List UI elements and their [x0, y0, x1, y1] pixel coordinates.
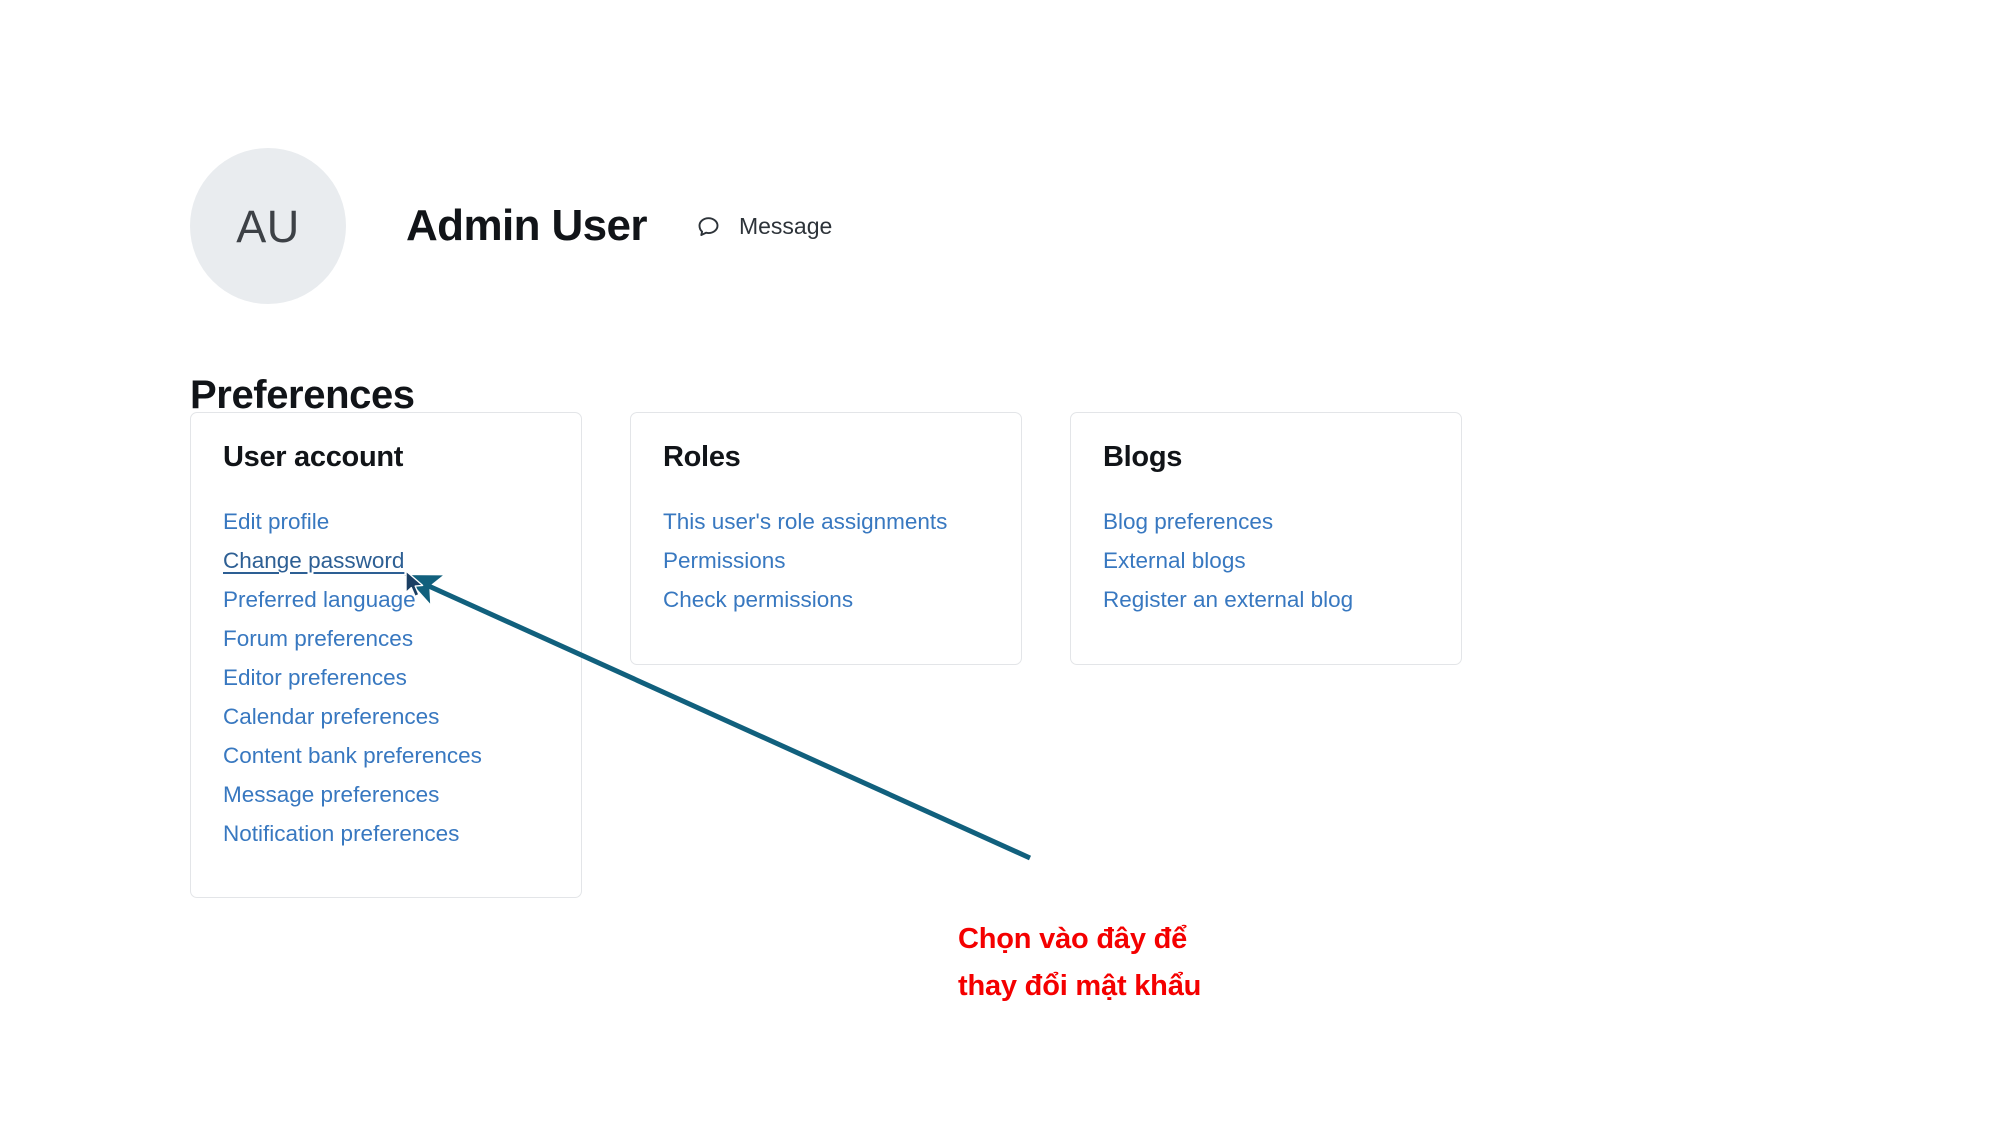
list-item: Forum preferences [223, 619, 549, 658]
message-label: Message [738, 212, 833, 239]
card-title-roles: Roles [663, 441, 741, 473]
annotation-text: Chọn vào đây để thay đổi mật khẩu [958, 916, 1201, 1010]
link-external-blogs[interactable]: External blogs [1103, 548, 1246, 573]
list-item: Preferred language [223, 580, 549, 619]
link-list-blogs: Blog preferences External blogs Register… [1103, 502, 1429, 619]
link-check-permissions[interactable]: Check permissions [663, 587, 854, 612]
card-blogs: Blogs Blog preferences External blogs Re… [1070, 412, 1462, 665]
list-item: Register an external blog [1103, 580, 1429, 619]
link-editor-preferences[interactable]: Editor preferences [223, 665, 407, 690]
mouse-cursor-icon [405, 570, 424, 598]
link-preferred-language[interactable]: Preferred language [223, 587, 416, 612]
link-register-external-blog[interactable]: Register an external blog [1103, 587, 1354, 612]
link-message-preferences[interactable]: Message preferences [223, 782, 440, 807]
annotation-line-2: thay đổi mật khẩu [958, 970, 1202, 1002]
profile-header: AU Admin User Message [190, 148, 832, 304]
message-link[interactable]: Message [695, 213, 832, 240]
list-item: Notification preferences [223, 814, 549, 853]
link-list-user-account: Edit profile Change password Preferred l… [223, 502, 549, 853]
link-calendar-preferences[interactable]: Calendar preferences [223, 704, 440, 729]
list-item: Calendar preferences [223, 697, 549, 736]
card-user-account: User account Edit profile Change passwor… [190, 412, 582, 898]
list-item: Change password [223, 541, 549, 580]
avatar-initials: AU [236, 200, 300, 252]
list-item: Editor preferences [223, 658, 549, 697]
avatar: AU [190, 148, 346, 304]
card-title-blogs: Blogs [1103, 441, 1183, 473]
list-item: Message preferences [223, 775, 549, 814]
list-item: External blogs [1103, 541, 1429, 580]
link-forum-preferences[interactable]: Forum preferences [223, 626, 414, 651]
card-roles: Roles This user's role assignments Permi… [630, 412, 1022, 665]
list-item: Content bank preferences [223, 736, 549, 775]
list-item: This user's role assignments [663, 502, 989, 541]
preferences-card-grid: User account Edit profile Change passwor… [190, 412, 1462, 898]
list-item: Check permissions [663, 580, 989, 619]
link-blog-preferences[interactable]: Blog preferences [1103, 509, 1274, 534]
speech-bubble-icon [695, 213, 722, 240]
annotation-line-1: Chọn vào đây để [958, 923, 1188, 955]
link-change-password[interactable]: Change password [223, 548, 405, 573]
link-content-bank-preferences[interactable]: Content bank preferences [223, 743, 482, 768]
card-title-user-account: User account [223, 441, 404, 473]
page-title: Preferences [190, 372, 415, 417]
list-item: Permissions [663, 541, 989, 580]
link-role-assignments[interactable]: This user's role assignments [663, 509, 948, 534]
list-item: Blog preferences [1103, 502, 1429, 541]
link-notification-preferences[interactable]: Notification preferences [223, 821, 460, 846]
profile-name: Admin User [406, 201, 648, 250]
link-edit-profile[interactable]: Edit profile [223, 509, 330, 534]
link-permissions[interactable]: Permissions [663, 548, 786, 573]
link-list-roles: This user's role assignments Permissions… [663, 502, 989, 619]
list-item: Edit profile [223, 502, 549, 541]
